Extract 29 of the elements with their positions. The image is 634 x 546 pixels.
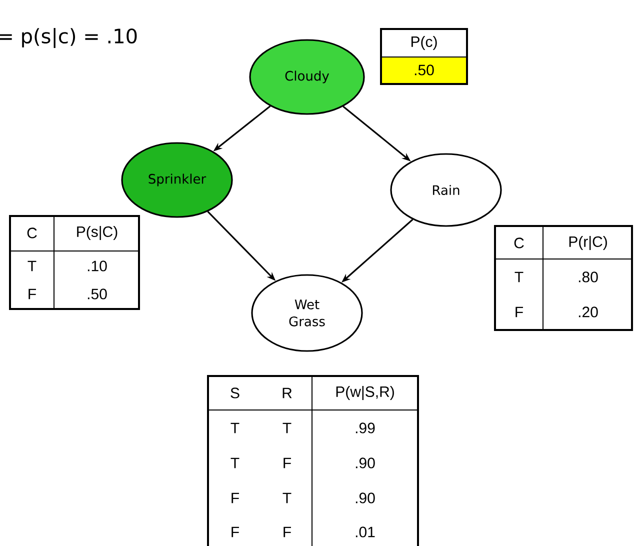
table-cell-text: F bbox=[232, 526, 239, 538]
table-cell-text: P(r|C) bbox=[569, 236, 607, 250]
table-cell-text: .50 bbox=[88, 288, 107, 300]
table-cell-text: C bbox=[27, 228, 37, 238]
table-cell-text: .90 bbox=[356, 492, 375, 504]
table-cell-text: F bbox=[284, 526, 291, 538]
table-cell-text: S bbox=[230, 388, 240, 398]
table-cell-text: F bbox=[516, 306, 523, 318]
table-cell-text: P(c) bbox=[411, 36, 437, 50]
table-cell-text: C bbox=[514, 238, 524, 248]
table-cell-text: F bbox=[284, 458, 291, 468]
table-cell-text: P(w|S,R) bbox=[336, 386, 394, 400]
table-cell-text: .20 bbox=[578, 306, 598, 318]
table-cell-text: .10 bbox=[88, 260, 107, 272]
table-cell-text: P(s|C) bbox=[77, 226, 118, 240]
table-cell-text: T bbox=[230, 458, 240, 468]
table-cell-text: .01 bbox=[356, 526, 375, 538]
table-cell-text: R bbox=[282, 388, 292, 398]
table-cell-text: T bbox=[28, 260, 36, 272]
table-cell-text: .99 bbox=[356, 422, 375, 434]
table-cell-text: .90 bbox=[356, 458, 375, 468]
table-cell-text: .50 bbox=[414, 64, 434, 76]
table-cell-text: F bbox=[232, 492, 239, 504]
table-cell-text: F bbox=[28, 288, 36, 300]
table-cell-text: T bbox=[230, 422, 240, 434]
table-cell-text: .80 bbox=[578, 272, 598, 282]
table-cell-text: T bbox=[282, 492, 292, 504]
table-cell-text: T bbox=[514, 272, 524, 282]
table-cell-text: T bbox=[282, 422, 292, 434]
